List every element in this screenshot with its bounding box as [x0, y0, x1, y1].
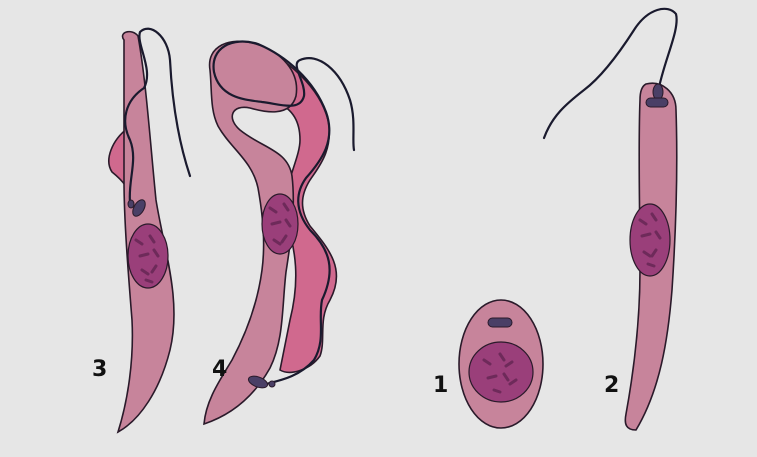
label-form-3: 3 — [92, 357, 107, 382]
label-form-4: 4 — [212, 357, 227, 382]
form-1-kinetoplast — [488, 318, 512, 327]
form-4-basal-body — [269, 381, 275, 387]
label-form-2: 2 — [604, 373, 619, 398]
form-3-nucleus — [128, 224, 168, 288]
label-form-1: 1 — [433, 373, 448, 398]
form-3-basal-body — [128, 200, 134, 208]
form-1-cell — [459, 300, 543, 428]
form-2-kinetoplast — [646, 98, 668, 107]
